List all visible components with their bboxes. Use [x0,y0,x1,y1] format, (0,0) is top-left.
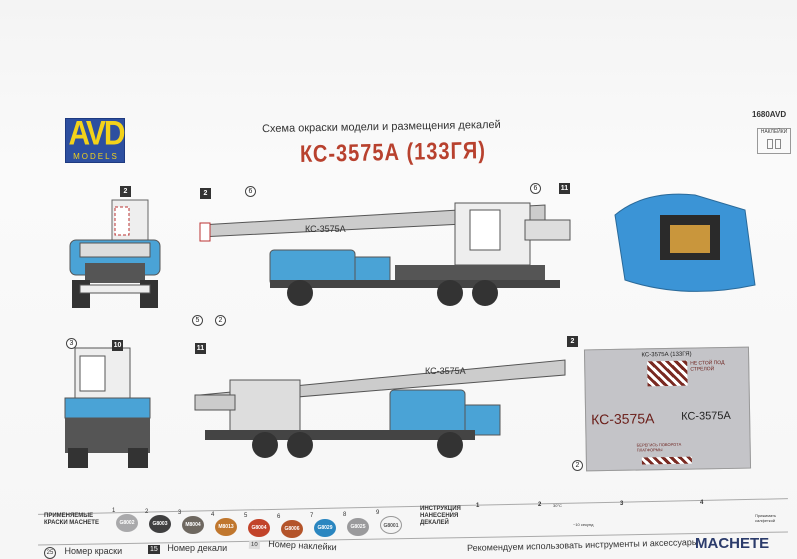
side-view-drawing: КС-3575А [199,202,571,306]
stickers-label: НАКЛЕЙКИ [760,129,788,135]
decal-warning: НЕ СТОЙ ПОД СТРЕЛОЙ [690,359,725,373]
paint-callout: 6 [530,183,541,194]
logo-subtext: MODELS [73,152,119,161]
stickers-box: НАКЛЕЙКИ [757,128,791,154]
paint-index: 7 [310,512,314,519]
decal-sheet: КС-3575А (133ГЯ) НЕ СТОЙ ПОД СТРЕЛОЙ КС-… [583,346,752,472]
sticker-number-icon: 10 [248,540,260,550]
paint-swatch: G8002 [116,514,138,532]
step-3: 3 [620,501,624,507]
decal-callout: 2 [120,186,131,197]
paint-callout: 2 [215,315,226,326]
paint-index: 6 [277,514,281,520]
decal-callout: 11 [559,183,570,194]
front-view-drawing [69,199,161,308]
legend-decal: 15 Номер декали [148,543,227,554]
step-1: 1 [476,503,480,509]
kit-code: 1680AVD [752,110,787,119]
paint-index: 4 [211,511,215,518]
paint-number-icon: 25 [44,547,56,559]
paints-label: ПРИМЕНЯЕМЫЕ КРАСКИ MACHETE [44,513,99,526]
step-2: 2 [538,502,542,508]
paint-swatch: G8006 [281,520,303,538]
boom-marking-2: КС-3575А [425,366,466,376]
model-title: КС-3575А (133ГЯ) [299,137,487,169]
paint-swatch: G8001 [380,516,402,535]
decal-callout: 2 [200,188,211,199]
machete-logo: MACHETE [695,535,770,552]
paint-callout: 5 [192,315,203,326]
step-4-note: Прижимать салфеткой [755,513,777,523]
paint-swatch: G8003 [149,515,171,534]
decal-callout: 2 [567,336,578,347]
decal-sheet-title: КС-3575А (133ГЯ) [641,351,692,359]
paint-number-label: Номер краски [64,546,123,556]
side-view-2-drawing: КС-3575А [194,359,566,458]
decal-callout: 10 [112,340,123,351]
paint-callout: 6 [245,186,256,197]
cab-photo [614,193,756,292]
paint-swatch: G8029 [314,518,336,537]
paint-swatch: M8004 [182,516,204,535]
boom-marking: КС-3575А [305,224,346,234]
paint-index: 8 [343,511,347,518]
paint-index: 2 [145,509,149,516]
legend-paint: 25 Номер краски [44,546,122,559]
paint-index: 3 [178,510,182,517]
decal-callout: 11 [195,343,206,354]
decal-number-icon: 15 [148,545,160,554]
avd-logo: AVD MODELS [65,114,126,163]
paint-swatch: G8025 [347,517,369,536]
paint-swatch: M8013 [215,517,237,536]
decal-instructions-label: ИНСТРУКЦИЯ НАНЕСЕНИЯ ДЕКАЛЕЙ [420,506,461,526]
paint-index: 9 [376,510,380,517]
decal-number-label: Номер декали [167,543,228,553]
paint-callout: 3 [66,338,77,349]
rear-view-drawing [64,347,151,468]
paint-swatch: G8004 [248,518,270,537]
logo-text: AVD [68,114,125,153]
step-2-temp: 30°C [553,503,562,508]
decal-reg-black: КС-3575А [681,409,731,423]
paint-index: 5 [244,512,248,519]
paint-index: 1 [112,508,116,514]
paint-callout: 2 [572,460,583,471]
step-4: 4 [700,500,704,506]
decal-caution: БЕРЕГИСЬ ПОВОРОТА ПЛАТФОРМЫ [636,441,682,453]
step-2-time: ~10 секунд [573,522,594,527]
decal-reg-red: КС-3575А [591,410,655,428]
